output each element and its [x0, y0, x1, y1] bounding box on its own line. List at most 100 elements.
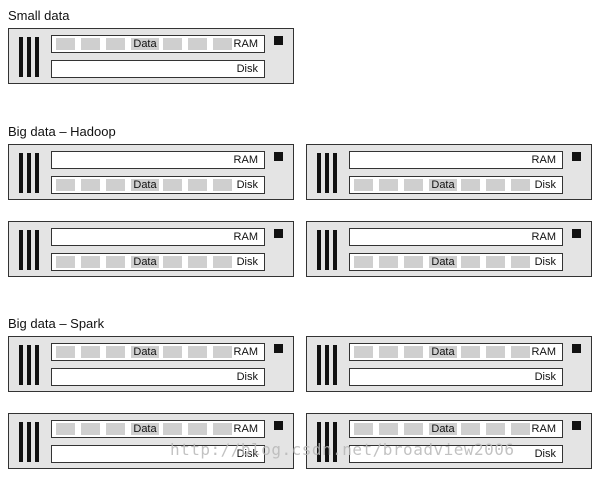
vent-bar [325, 230, 329, 270]
memory-block [188, 423, 207, 435]
memory-block [511, 256, 530, 268]
data-block: Data [131, 423, 159, 435]
server-unit: RAM Data Disk [306, 221, 592, 277]
memory-block [354, 256, 373, 268]
vent-bar [333, 230, 337, 270]
disk-slot: Disk [51, 445, 265, 463]
ram-label: RAM [233, 346, 258, 358]
section-title-small: Small data [8, 8, 70, 23]
server-vent-icon [19, 153, 41, 193]
memory-block [81, 423, 100, 435]
memory-block [163, 179, 182, 191]
memory-block [379, 423, 398, 435]
vent-bar [27, 422, 31, 462]
memory-block [163, 38, 182, 50]
memory-block [461, 179, 480, 191]
memory-block [163, 256, 182, 268]
disk-slot: Data Disk [51, 176, 265, 194]
disk-label: Disk [236, 63, 258, 75]
status-light-icon [274, 36, 283, 45]
ram-label: RAM [233, 231, 258, 243]
vent-bar [27, 153, 31, 193]
memory-block [379, 256, 398, 268]
data-blocks: Data [354, 179, 530, 191]
status-light-icon [572, 152, 581, 161]
memory-block [404, 423, 423, 435]
vent-bar [27, 345, 31, 385]
memory-block [188, 346, 207, 358]
data-blocks: Data [56, 346, 232, 358]
ram-slot: RAM [349, 151, 563, 169]
vent-bar [317, 422, 321, 462]
memory-block [486, 346, 505, 358]
server-unit: RAM Data Disk [306, 144, 592, 200]
memory-block [213, 38, 232, 50]
ram-slot: RAM [349, 228, 563, 246]
memory-block [461, 346, 480, 358]
data-block: Data [429, 179, 457, 191]
memory-block [354, 423, 373, 435]
server-vent-icon [19, 345, 41, 385]
memory-block [81, 179, 100, 191]
ram-label: RAM [531, 154, 556, 166]
data-block: Data [429, 256, 457, 268]
memory-block [163, 423, 182, 435]
ram-label: RAM [233, 154, 258, 166]
data-block: Data [131, 179, 159, 191]
disk-label: Disk [534, 179, 556, 191]
data-blocks: Data [354, 256, 530, 268]
server-vent-icon [19, 37, 41, 77]
disk-label: Disk [236, 371, 258, 383]
memory-block [404, 256, 423, 268]
memory-block [404, 346, 423, 358]
data-blocks: Data [56, 179, 232, 191]
vent-bar [317, 345, 321, 385]
ram-label: RAM [233, 38, 258, 50]
memory-block [213, 256, 232, 268]
vent-bar [325, 153, 329, 193]
status-light-icon [274, 152, 283, 161]
vent-bar [27, 37, 31, 77]
memory-block [81, 38, 100, 50]
memory-block [486, 179, 505, 191]
vent-bar [19, 422, 23, 462]
vent-bar [325, 422, 329, 462]
memory-block [461, 423, 480, 435]
memory-block [213, 346, 232, 358]
memory-block [56, 423, 75, 435]
ram-label: RAM [531, 231, 556, 243]
vent-bar [333, 153, 337, 193]
disk-label: Disk [236, 448, 258, 460]
server-vent-icon [19, 422, 41, 462]
disk-slot: Data Disk [349, 176, 563, 194]
disk-label: Disk [534, 256, 556, 268]
memory-block [106, 38, 125, 50]
disk-slot: Data Disk [349, 253, 563, 271]
memory-block [56, 256, 75, 268]
memory-block [354, 179, 373, 191]
memory-block [106, 256, 125, 268]
status-light-icon [572, 344, 581, 353]
memory-block [379, 346, 398, 358]
vent-bar [19, 37, 23, 77]
disk-label: Disk [236, 179, 258, 191]
memory-block [486, 256, 505, 268]
disk-label: Disk [534, 448, 556, 460]
memory-block [163, 346, 182, 358]
server-vent-icon [317, 422, 339, 462]
memory-block [188, 179, 207, 191]
ram-slot: RAM [51, 228, 265, 246]
memory-block [511, 179, 530, 191]
data-blocks: Data [56, 256, 232, 268]
memory-block [213, 423, 232, 435]
vent-bar [27, 230, 31, 270]
vent-bar [35, 153, 39, 193]
vent-bar [35, 345, 39, 385]
